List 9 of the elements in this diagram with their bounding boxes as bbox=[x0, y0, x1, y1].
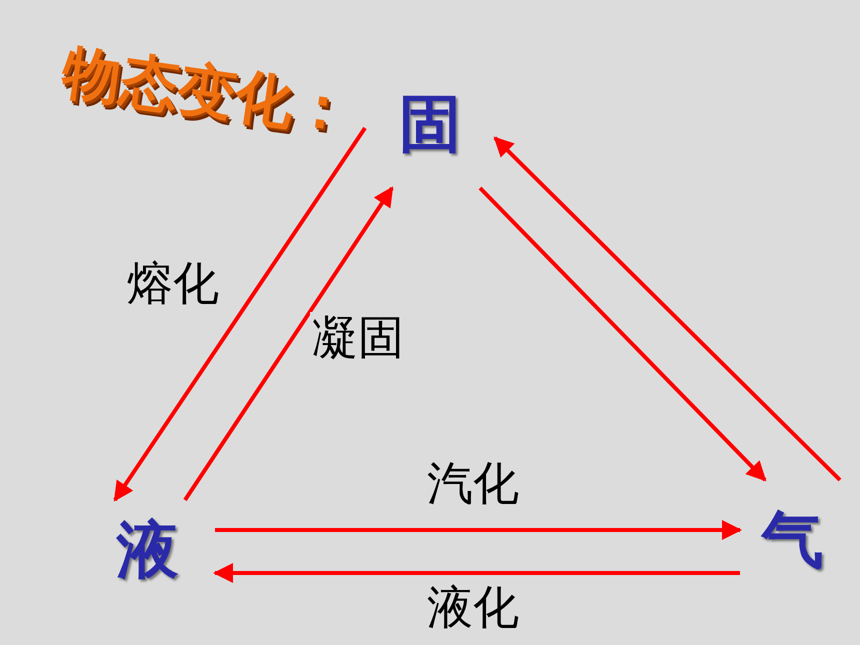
arrow bbox=[183, 186, 394, 502]
arrow bbox=[215, 520, 742, 540]
arrow bbox=[113, 126, 367, 502]
state-label: 气 bbox=[762, 509, 824, 571]
arrow bbox=[478, 186, 766, 482]
state-label: 液 bbox=[116, 519, 178, 581]
state-label: 固 bbox=[399, 93, 461, 155]
arrow bbox=[213, 563, 740, 583]
title: 物态变化： bbox=[59, 42, 355, 140]
